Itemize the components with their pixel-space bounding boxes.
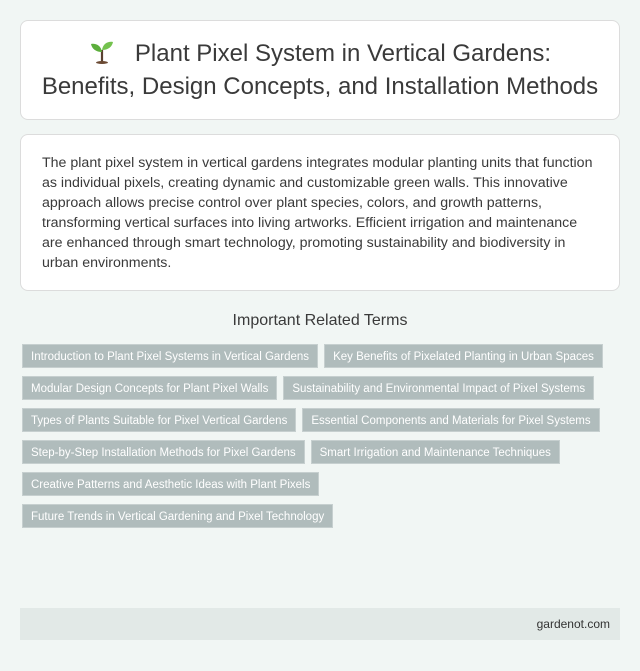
related-terms-list: Introduction to Plant Pixel Systems in V…	[22, 344, 622, 528]
related-terms-heading: Important Related Terms	[232, 312, 408, 329]
related-term-tag[interactable]: Essential Components and Materials for P…	[302, 408, 600, 432]
footer: gardenot.com	[20, 608, 620, 640]
related-term-tag[interactable]: Step-by-Step Installation Methods for Pi…	[22, 440, 305, 464]
related-term-tag[interactable]: Introduction to Plant Pixel Systems in V…	[22, 344, 319, 368]
related-term-tag[interactable]: Types of Plants Suitable for Pixel Verti…	[22, 408, 297, 432]
page-title-line-2: Benefits, Design Concepts, and Installat…	[41, 73, 599, 100]
title-card: Plant Pixel System in Vertical Gardens: …	[20, 20, 620, 120]
site-link[interactable]: gardenot.com	[536, 617, 610, 631]
seedling-icon	[90, 41, 113, 64]
summary-card: The plant pixel system in vertical garde…	[20, 134, 620, 291]
related-term-tag[interactable]: Future Trends in Vertical Gardening and …	[22, 504, 334, 528]
related-term-tag[interactable]: Modular Design Concepts for Plant Pixel …	[22, 376, 278, 400]
page-title-line-1: Plant Pixel System in Vertical Gardens:	[89, 37, 551, 70]
related-term-tag[interactable]: Smart Irrigation and Maintenance Techniq…	[310, 440, 560, 464]
page-title-text-1: Plant Pixel System in Vertical Gardens:	[134, 40, 552, 67]
related-term-tag[interactable]: Creative Patterns and Aesthetic Ideas wi…	[22, 472, 320, 496]
related-term-tag[interactable]: Key Benefits of Pixelated Planting in Ur…	[324, 344, 603, 368]
related-term-tag[interactable]: Sustainability and Environmental Impact …	[283, 376, 595, 400]
summary-paragraph: The plant pixel system in vertical garde…	[42, 155, 593, 271]
